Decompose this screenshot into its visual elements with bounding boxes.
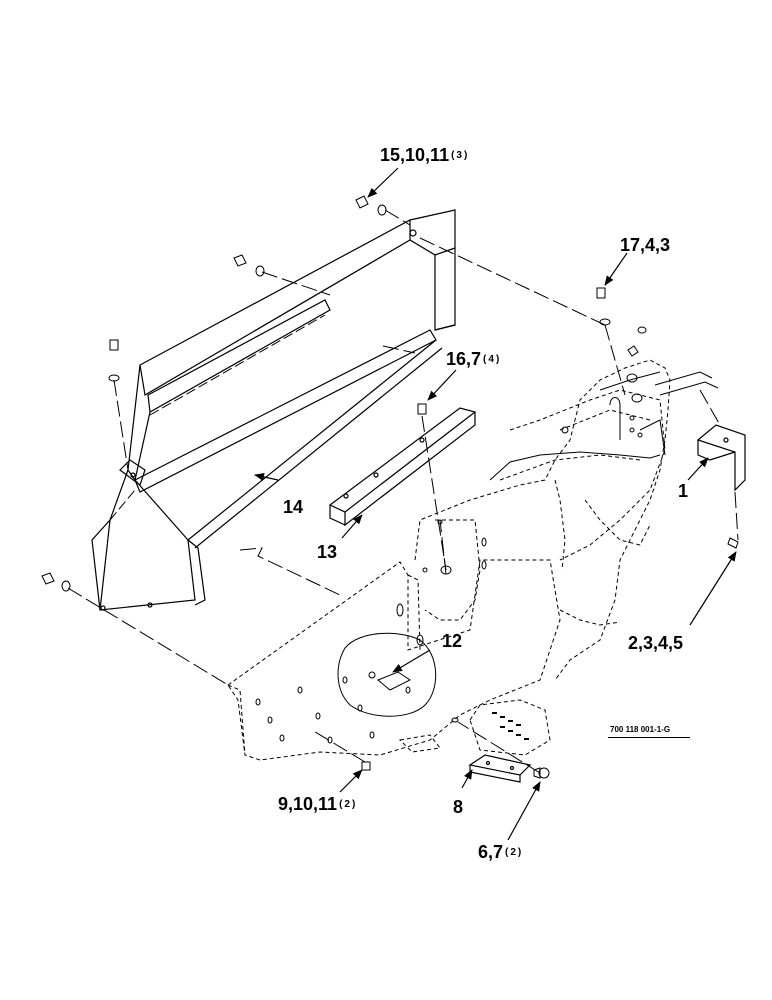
callout-1: 1 — [678, 482, 688, 500]
callout-16-7: 16,7(4) — [446, 350, 501, 368]
callout-qty: (4) — [483, 354, 502, 365]
callout-label: 9,10,11 — [278, 794, 338, 814]
callout-label: 2,3,4,5 — [628, 633, 684, 653]
channel-13 — [328, 407, 477, 527]
callout-qty: (2) — [339, 799, 358, 810]
callout-label: 14 — [283, 497, 304, 517]
callout-2-3-4-5: 2,3,4,5 — [628, 634, 683, 652]
hardware — [41, 195, 739, 779]
bracket-1 — [696, 424, 746, 492]
drawing-number: 700 118 001-1-G — [610, 725, 671, 734]
hood-14 — [91, 209, 456, 611]
callout-qty: (2) — [505, 847, 524, 858]
leader-arrows — [254, 167, 737, 841]
right-frame-solid — [489, 371, 719, 481]
callout-label: 13 — [317, 542, 338, 562]
drawing-number-underline — [608, 737, 690, 738]
callout-qty: (3) — [451, 150, 470, 161]
plate-8 — [468, 754, 532, 783]
callout-label: 1 — [678, 481, 689, 501]
hood-hidden-lines — [109, 314, 326, 521]
callout-label: 17,4,3 — [620, 235, 671, 255]
cutaway-region — [337, 632, 437, 717]
callout-label: 8 — [453, 797, 464, 817]
callout-13: 13 — [317, 543, 337, 561]
callout-12: 12 — [442, 632, 462, 650]
callout-label: 16,7 — [446, 349, 482, 369]
callout-label: 6,7 — [478, 842, 504, 862]
lower-support-holes — [492, 712, 529, 740]
side-panel — [227, 359, 671, 761]
right-frame — [499, 389, 666, 561]
callout-label: 12 — [442, 631, 463, 651]
callout-15-10-11: 15,10,11(3) — [380, 146, 469, 164]
lower-support — [398, 609, 621, 756]
callout-14: 14 — [283, 498, 303, 516]
clip-12 — [368, 671, 411, 691]
assembly-lines — [67, 209, 739, 774]
callout-label: 15,10,11 — [380, 145, 450, 165]
callout-17-4-3: 17,4,3 — [620, 236, 672, 254]
callout-6-7: 6,7(2) — [478, 843, 523, 861]
callout-8: 8 — [453, 798, 463, 816]
callout-9-10-11: 9,10,11(2) — [278, 795, 357, 813]
